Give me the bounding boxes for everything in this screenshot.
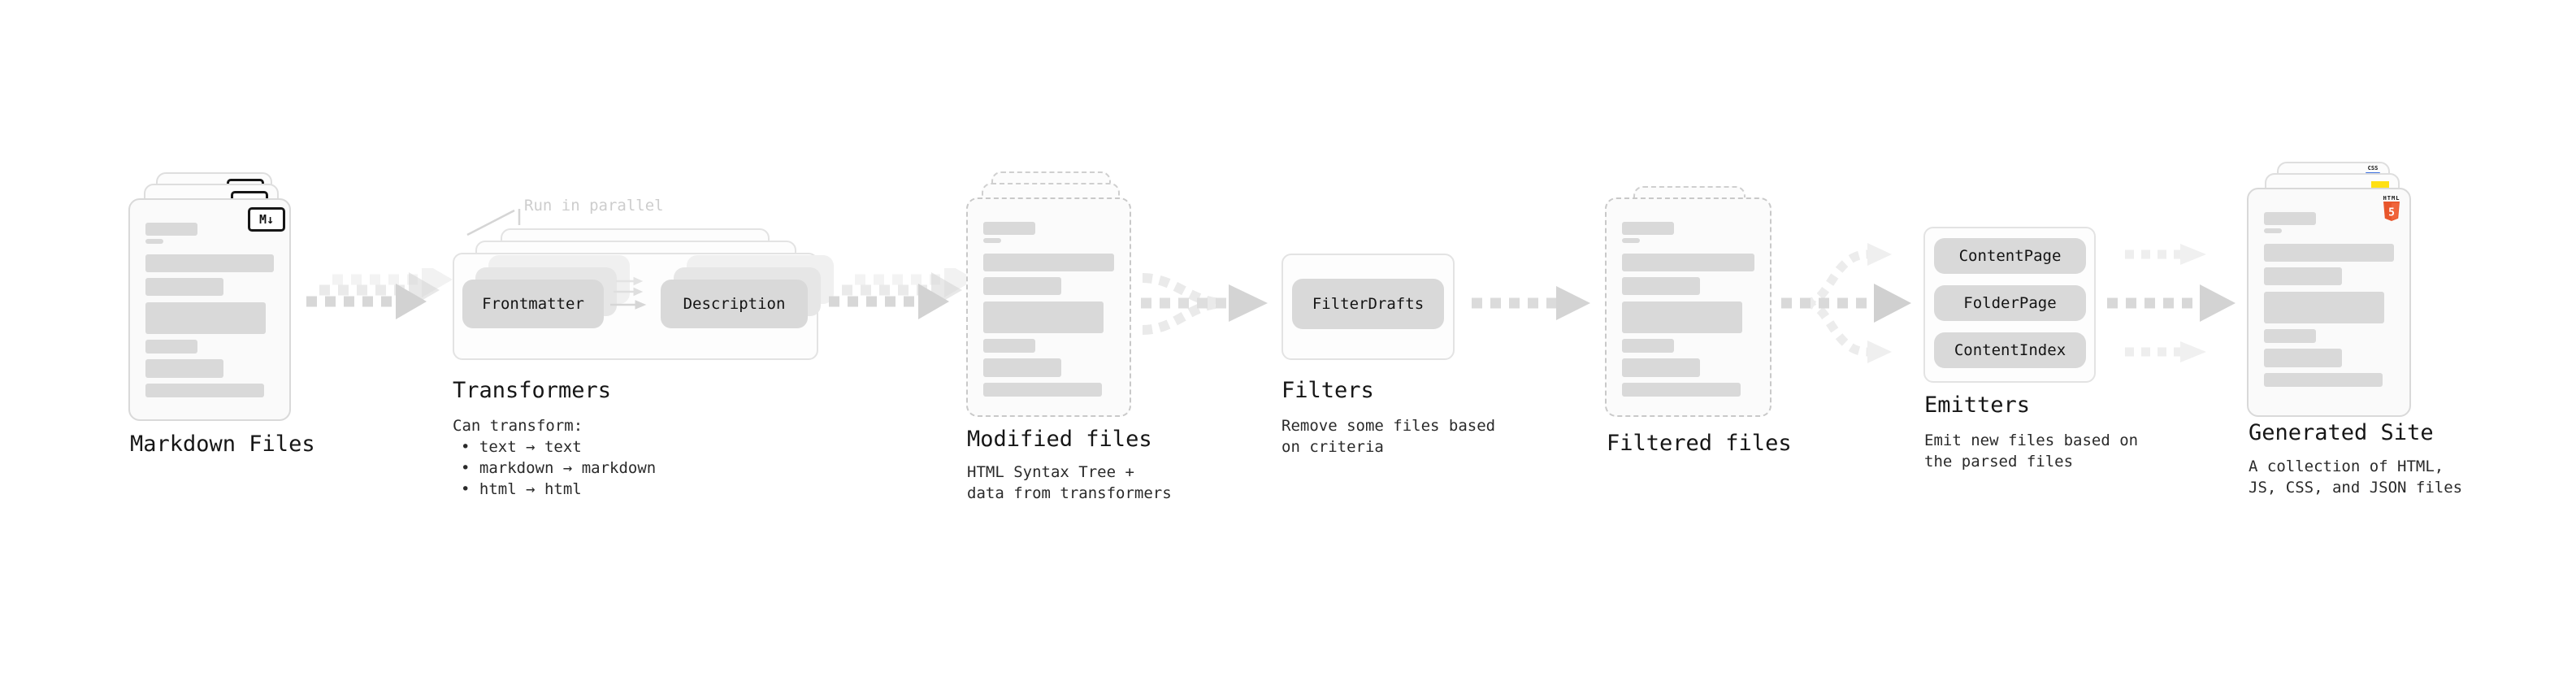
content-bar xyxy=(1622,301,1742,333)
filters-description: Remove some files based on criteria xyxy=(1281,415,1495,458)
content-bar xyxy=(2264,349,2342,367)
pill-filterdrafts: FilterDrafts xyxy=(1292,279,1444,329)
svg-text:5: 5 xyxy=(2388,207,2395,219)
run-in-parallel-note: Run in parallel xyxy=(524,197,664,215)
content-bar xyxy=(145,302,266,334)
pill-folderpage: FolderPage xyxy=(1934,285,2086,321)
generated-site-description: A collection of HTML, JS, CSS, and JSON … xyxy=(2249,456,2462,498)
content-bar xyxy=(1622,222,1674,235)
flow-arrow-modified-to-filters xyxy=(1141,273,1268,335)
content-bar xyxy=(2264,267,2342,285)
emitters-description: Emit new files based on the parsed files xyxy=(1924,430,2138,472)
desc-line: Remove some files based xyxy=(1281,417,1496,435)
content-bar xyxy=(145,239,163,244)
file-card xyxy=(1605,197,1772,417)
content-bar xyxy=(1622,339,1674,353)
stage-label-modified-files: Modified files xyxy=(967,427,1152,452)
content-bar xyxy=(2264,228,2282,233)
file-content-preview xyxy=(2249,189,2409,387)
parallel-arrows-icon xyxy=(610,276,647,310)
flow-arrow-filtered-to-emitters xyxy=(1781,243,1911,363)
content-bar xyxy=(983,339,1035,353)
content-bar xyxy=(2264,292,2384,323)
stage-label-markdown-files: Markdown Files xyxy=(130,432,315,457)
content-bar xyxy=(2264,212,2316,225)
flow-arrow-emitters-to-generated xyxy=(2107,244,2236,362)
file-card xyxy=(966,197,1131,417)
content-bar xyxy=(2264,244,2394,262)
file-content-preview xyxy=(1607,199,1770,397)
desc-bullet: • markdown → markdown xyxy=(461,459,657,477)
content-bar xyxy=(983,358,1061,377)
flow-arrow-filters-to-filtered xyxy=(1472,286,1590,320)
desc-bullet: • text → text xyxy=(461,438,582,456)
content-bar xyxy=(145,340,197,354)
stage-label-filters: Filters xyxy=(1281,378,1374,403)
content-bar xyxy=(983,277,1061,295)
desc-line: on criteria xyxy=(1281,438,1384,456)
content-bar xyxy=(983,238,1001,243)
markdown-file-icon: M↓ xyxy=(248,207,285,232)
content-bar xyxy=(145,384,264,397)
content-bar xyxy=(145,278,223,296)
content-bar xyxy=(1622,358,1700,377)
pill-description: Description xyxy=(661,280,808,328)
stage-label-transformers: Transformers xyxy=(453,378,612,403)
file-content-preview xyxy=(130,200,289,397)
content-bar xyxy=(1622,277,1700,295)
content-bar xyxy=(1622,238,1640,243)
desc-line: the parsed files xyxy=(1924,453,2074,471)
desc-line: data from transformers xyxy=(967,484,1172,502)
content-bar xyxy=(145,223,197,236)
flow-arrow-transformers-to-modified xyxy=(829,268,975,319)
content-bar xyxy=(983,301,1104,333)
stage-label-filtered-files: Filtered files xyxy=(1607,431,1792,456)
html5-icon: HTML 5 xyxy=(2382,195,2401,225)
desc-line: HTML Syntax Tree + xyxy=(967,463,1134,481)
stage-label-emitters: Emitters xyxy=(1924,393,2031,418)
desc-line: A collection of HTML, xyxy=(2249,458,2444,475)
pill-contentpage: ContentPage xyxy=(1934,238,2086,274)
file-card: M↓ xyxy=(128,198,291,421)
content-bar xyxy=(983,222,1035,235)
file-content-preview xyxy=(968,199,1130,397)
content-bar xyxy=(2264,373,2383,387)
content-bar xyxy=(1622,383,1741,397)
flow-arrow-markdown-to-transformers xyxy=(306,268,453,319)
transformers-description: Can transform: • text → text • markdown … xyxy=(453,415,656,500)
content-bar xyxy=(983,254,1114,271)
desc-line: JS, CSS, and JSON files xyxy=(2249,479,2463,497)
pill-frontmatter: Frontmatter xyxy=(462,280,604,328)
file-card: HTML 5 xyxy=(2247,188,2411,417)
content-bar xyxy=(2264,329,2316,343)
content-bar xyxy=(145,359,223,378)
modified-files-description: HTML Syntax Tree + data from transformer… xyxy=(967,462,1172,504)
desc-line: Can transform: xyxy=(453,417,583,435)
desc-line: Emit new files based on xyxy=(1924,432,2139,449)
content-bar xyxy=(145,254,274,272)
content-bar xyxy=(983,383,1102,397)
content-bar xyxy=(1622,254,1754,271)
pill-contentindex: ContentIndex xyxy=(1934,332,2086,368)
stage-label-generated-site: Generated Site xyxy=(2249,420,2434,445)
callout-line xyxy=(466,209,521,236)
desc-bullet: • html → html xyxy=(461,480,582,498)
